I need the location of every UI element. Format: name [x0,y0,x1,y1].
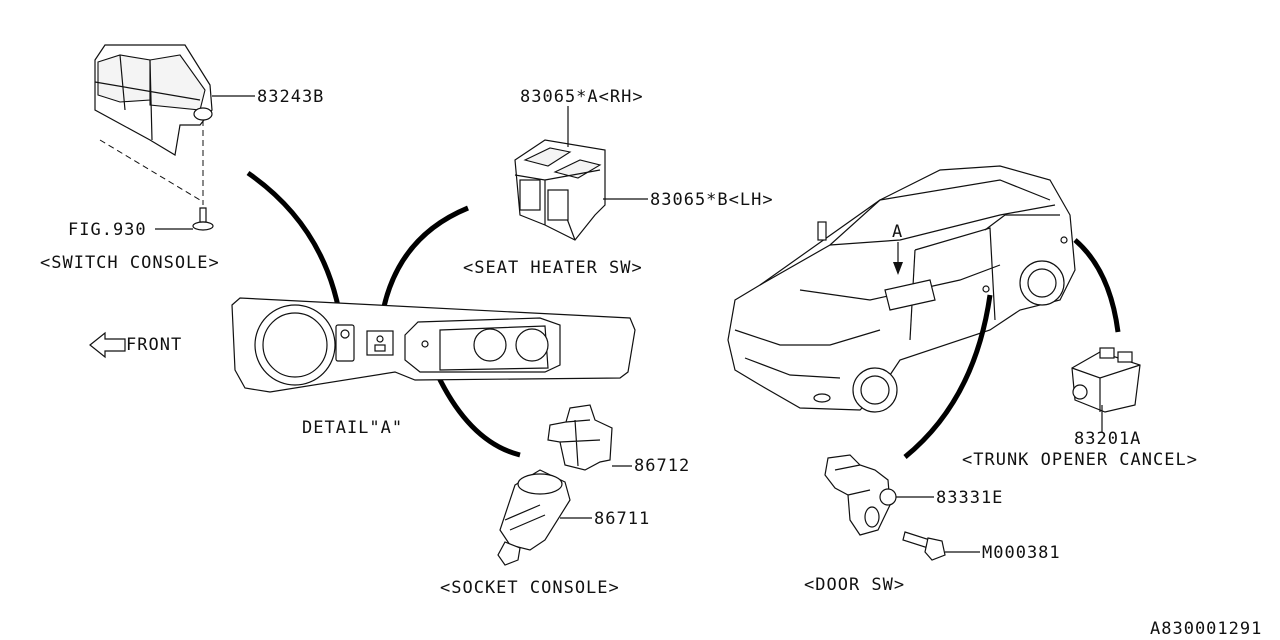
door-switch [824,454,897,536]
label-arrow-a: A [892,222,903,242]
car-body [727,165,1076,413]
label-detail-a: DETAIL"A" [302,418,403,438]
center-console [231,297,636,393]
label-front: FRONT [126,335,182,355]
lighter-socket [497,469,571,566]
label-83201A: 83201A [1074,429,1141,449]
switch-console-part [94,44,213,156]
arrow-a-head [893,262,903,275]
label-m000381: M000381 [982,543,1061,563]
label-socket-console: <SOCKET CONSOLE> [440,578,620,598]
label-switch-console: <SWITCH CONSOLE> [40,253,220,273]
label-86712: 86712 [634,456,690,476]
pointer-door-sw [903,294,993,459]
dash-line-1 [99,139,201,201]
pointer-trunk [1073,238,1121,333]
label-fig930: FIG.930 [68,220,147,240]
label-86711: 86711 [594,509,650,529]
label-83331E: 83331E [936,488,1003,508]
label-83065B: 83065*B<LH> [650,190,774,210]
bolt [902,531,946,561]
diagram-id: A830001291 [1150,619,1262,639]
seat-heater-switch [514,139,606,241]
label-trunk-opener: <TRUNK OPENER CANCEL> [962,450,1198,470]
label-83243B: 83243B [257,87,324,107]
front-arrow [89,331,126,359]
screw-icon [192,207,214,231]
trunk-cancel-switch [1071,347,1141,413]
label-door-sw: <DOOR SW> [804,575,905,595]
socket-part [547,404,613,471]
label-seat-heater: <SEAT HEATER SW> [463,258,643,278]
label-83065A: 83065*A<RH> [520,87,644,107]
